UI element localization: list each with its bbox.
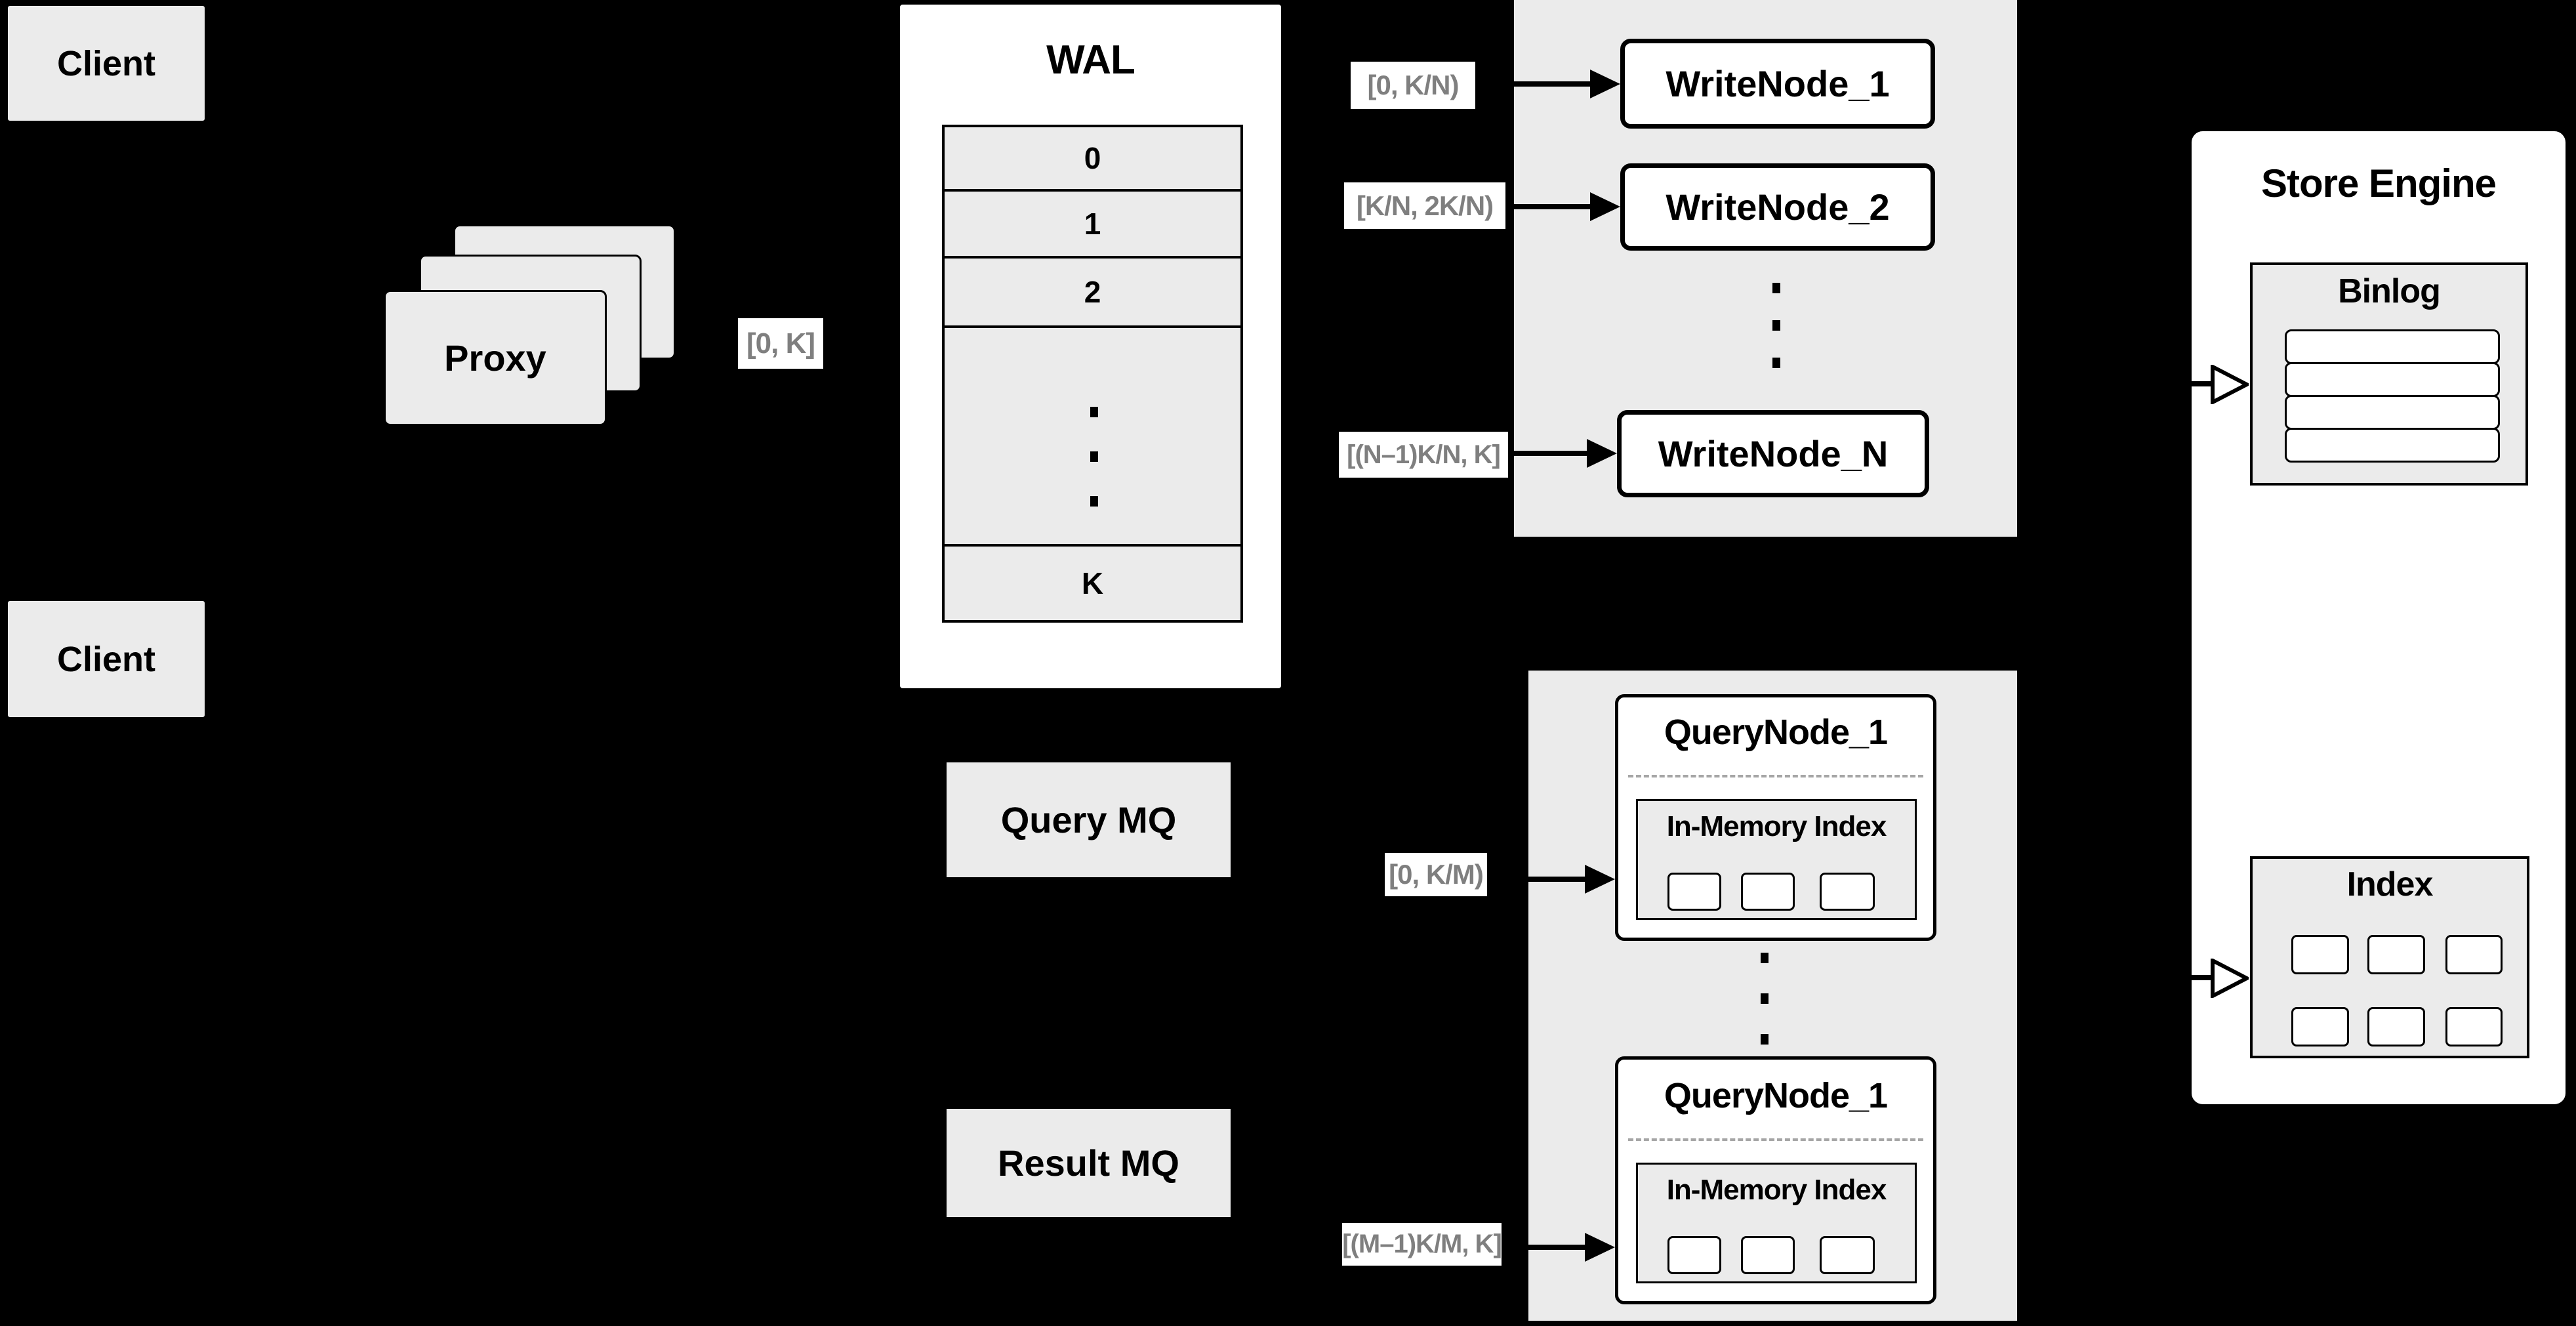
arrow-line-index [2020,975,2213,980]
query-node-bottom-title-text: QueryNode_1 [1664,1076,1888,1115]
query-node-top-title: QueryNode_1 [1615,713,1936,752]
index-segment-4 [2291,1007,2349,1046]
binlog-row-4 [2285,428,2500,463]
client-bottom-box: Client [6,599,207,719]
query-panel-ellipsis-dot-2 [1761,993,1768,1004]
write-panel-ellipsis-dot-2 [1772,320,1780,331]
query-node-bottom-title: QueryNode_1 [1615,1076,1936,1115]
query-node-bottom-imi-title-text: In-Memory Index [1666,1174,1887,1206]
range-label-write-n-text: [(N–1)K/N, K] [1347,440,1501,469]
binlog-row-2 [2285,362,2500,397]
store-engine-title-text: Store Engine [2260,161,2497,205]
range-label-query-top: [0, K/M) [1385,853,1487,896]
binlog-row-1 [2285,329,2500,364]
index-segment-3 [2445,935,2503,974]
query-node-top-imi-title: In-Memory Index [1636,810,1917,844]
client-top-box: Client [6,4,207,123]
wal-row-0-text: 0 [1084,141,1101,175]
query-node-bottom-segment-1 [1667,1236,1721,1274]
query-node-top-separator [1628,775,1923,777]
binlog-title: Binlog [2250,272,2528,311]
index-segment-5 [2367,1007,2425,1046]
range-label-proxy-to-wal: [0, K] [738,318,823,369]
proxy-label: Proxy [444,337,546,379]
index-title: Index [2250,865,2529,904]
arrow-head-write-2 [1590,192,1620,221]
query-panel-ellipsis-dot-1 [1761,953,1768,963]
index-title-text: Index [2346,865,2434,903]
range-label-query-top-text: [0, K/M) [1389,859,1484,890]
arrow-line-binlog [2020,381,2213,386]
wal-ellipsis-dot-1 [1090,407,1098,417]
write-node-2-box: WriteNode_2 [1620,163,1935,251]
wal-row-0: 0 [942,125,1243,192]
arrow-line-write-n [1508,451,1587,456]
wal-row-1-text: 1 [1084,207,1101,241]
wal-row-k-text: K [1081,566,1104,600]
query-node-bottom-segment-2 [1741,1236,1795,1274]
wal-ellipsis-dot-3 [1090,496,1098,507]
index-segment-1 [2291,935,2349,974]
wal-table: 0 1 2 K [942,125,1243,623]
write-panel-ellipsis-dot-1 [1772,283,1780,293]
result-mq-label: Result MQ [998,1142,1179,1184]
query-node-top-title-text: QueryNode_1 [1664,713,1888,752]
write-node-1-box: WriteNode_1 [1620,39,1935,129]
result-mq-box: Result MQ [947,1109,1231,1217]
query-mq-box: Query MQ [947,762,1231,877]
wal-ellipsis-dot-2 [1090,451,1098,462]
query-mq-label: Query MQ [1000,799,1177,840]
binlog-title-text: Binlog [2338,272,2441,310]
proxy-card-front: Proxy [384,290,607,426]
wal-row-1: 1 [942,189,1243,259]
arrow-head-index-icon [2211,959,2249,998]
range-label-proxy-to-wal-text: [0, K] [746,327,815,360]
range-label-write-2-text: [K/N, 2K/N) [1356,190,1494,221]
write-node-n-label: WriteNode_N [1658,433,1889,474]
arrow-head-write-1 [1590,70,1620,98]
arrow-head-query-top [1585,865,1615,894]
query-panel-ellipsis-dot-3 [1761,1034,1768,1045]
wal-row-2-text: 2 [1084,275,1101,309]
range-label-write-2: [K/N, 2K/N) [1344,182,1505,229]
query-node-top-segment-2 [1741,873,1795,911]
wal-row-ellipsis [942,325,1243,547]
index-segment-2 [2367,935,2425,974]
arrow-head-write-n [1587,439,1617,468]
arrow-line-query-bottom [1502,1245,1585,1250]
store-engine-title: Store Engine [2195,157,2562,210]
arrow-head-binlog-icon [2211,365,2249,404]
range-label-write-1: [0, K/N) [1351,62,1475,109]
range-label-query-bottom: [(M–1)K/M, K] [1342,1223,1502,1266]
arrow-head-query-bottom [1585,1233,1615,1262]
binlog-rows [2285,329,2500,463]
client-bottom-label: Client [56,639,155,679]
query-node-top-imi-title-text: In-Memory Index [1666,810,1887,842]
wal-title-text: WAL [1046,37,1135,83]
wal-row-2: 2 [942,256,1243,328]
wal-row-k: K [942,544,1243,623]
arrow-line-query-top [1487,877,1585,882]
arrow-line-write-2 [1505,204,1590,209]
range-label-write-1-text: [0, K/N) [1367,70,1460,100]
query-node-bottom-separator [1628,1138,1923,1141]
query-node-top-segment-3 [1820,873,1875,911]
range-label-query-bottom-text: [(M–1)K/M, K] [1342,1230,1502,1258]
query-node-bottom-segment-3 [1820,1236,1875,1274]
write-node-2-label: WriteNode_2 [1666,186,1890,228]
client-top-label: Client [56,43,155,83]
write-panel-ellipsis-dot-3 [1772,358,1780,368]
query-node-bottom-imi-title: In-Memory Index [1636,1173,1917,1207]
range-label-write-n: [(N–1)K/N, K] [1339,432,1508,478]
binlog-row-3 [2285,395,2500,430]
query-node-top-segment-1 [1667,873,1721,911]
arrow-line-write-1 [1475,81,1590,87]
write-node-n-box: WriteNode_N [1617,410,1929,497]
wal-title: WAL [904,34,1277,87]
write-node-1-label: WriteNode_1 [1666,63,1890,104]
index-segment-6 [2445,1007,2503,1046]
